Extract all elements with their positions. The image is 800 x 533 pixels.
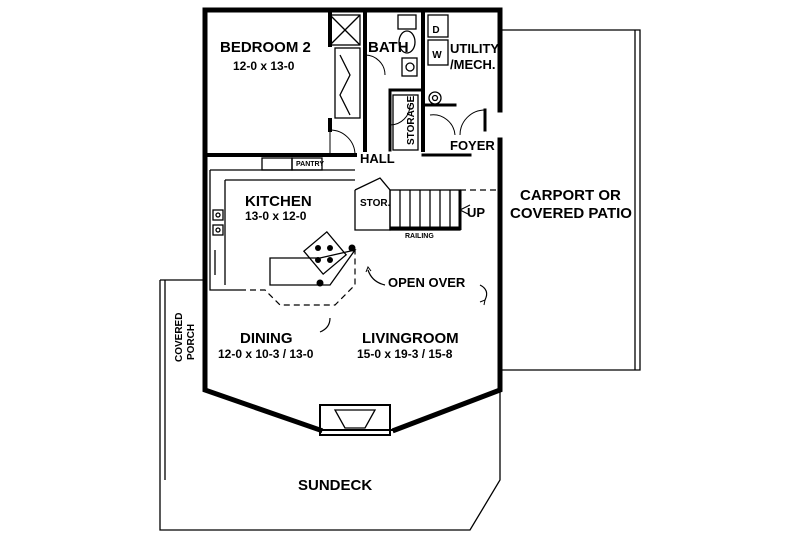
bath-label: BATH bbox=[368, 39, 409, 56]
covered-porch-label: COVERED bbox=[174, 313, 185, 362]
utility-label-2: /MECH. bbox=[450, 57, 496, 72]
open-over-label: OPEN OVER bbox=[388, 275, 466, 290]
bedroom2-label: BEDROOM 2 bbox=[220, 39, 311, 56]
hall-label: HALL bbox=[360, 151, 395, 166]
carport-label-2: COVERED PATIO bbox=[510, 205, 632, 222]
up-label: UP bbox=[467, 205, 485, 220]
washer-label: W bbox=[432, 50, 442, 61]
kitchen-counters bbox=[209, 157, 355, 291]
pantry-label: PANTRY bbox=[296, 161, 324, 168]
kitchen-size: 13-0 x 12-0 bbox=[245, 209, 307, 223]
carport bbox=[500, 29, 641, 371]
stairs bbox=[354, 177, 500, 231]
bedroom2-size: 12-0 x 13-0 bbox=[233, 59, 295, 73]
storage-label: STORAGE bbox=[406, 95, 417, 145]
stor-label: STOR. bbox=[360, 198, 391, 209]
sundeck-label: SUNDECK bbox=[298, 477, 372, 494]
open-over-arrows bbox=[319, 265, 488, 333]
dryer-label: D bbox=[432, 25, 439, 36]
interior-walls bbox=[203, 8, 487, 157]
island bbox=[240, 230, 357, 306]
livingroom-size: 15-0 x 19-3 / 15-8 bbox=[357, 347, 453, 361]
livingroom-label: LIVINGROOM bbox=[362, 330, 459, 347]
dining-size: 12-0 x 10-3 / 13-0 bbox=[218, 347, 314, 361]
doors bbox=[329, 54, 486, 156]
dining-label: DINING bbox=[240, 330, 293, 347]
covered-porch-label-2: PORCH bbox=[186, 324, 197, 360]
sundeck bbox=[159, 279, 501, 531]
kitchen-label: KITCHEN bbox=[245, 193, 312, 210]
closets bbox=[329, 14, 449, 151]
utility-label: UTILITY bbox=[450, 41, 499, 56]
carport-label: CARPORT OR bbox=[520, 187, 621, 204]
fireplace bbox=[319, 404, 391, 436]
railing-label: RAILING bbox=[405, 233, 434, 240]
foyer-label: FOYER bbox=[450, 138, 495, 153]
